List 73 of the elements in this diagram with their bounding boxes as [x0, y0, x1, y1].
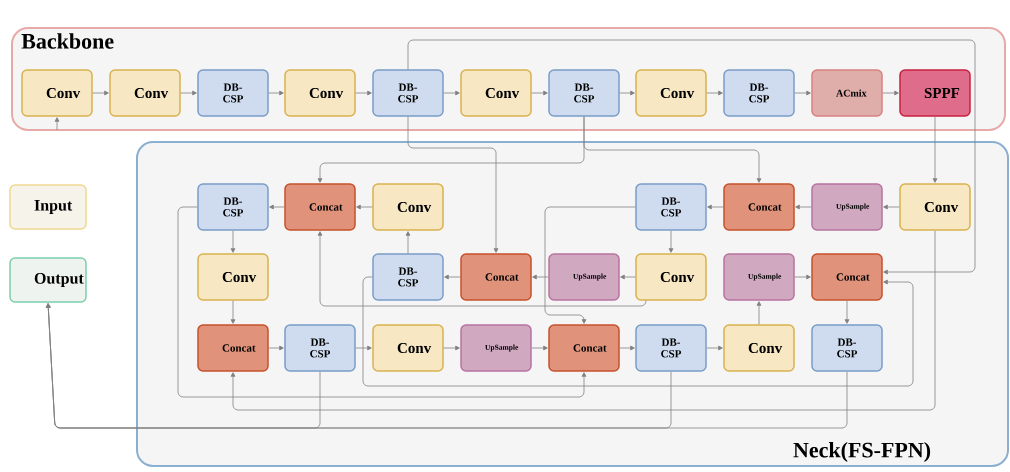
- arrow: [544, 206, 636, 324]
- layer-box: Concat: [284, 183, 356, 231]
- layer-box: Conv: [899, 183, 971, 231]
- arrow: [756, 301, 762, 325]
- arrow: [794, 90, 811, 96]
- arrow: [405, 231, 411, 254]
- arrow: [269, 204, 285, 210]
- layer-box: DB- CSP: [723, 69, 795, 117]
- arrow: [355, 345, 372, 351]
- arrow: [583, 116, 762, 183]
- layer-box: DB- CSP: [197, 69, 269, 117]
- arrow: [407, 116, 499, 253]
- arrow: [443, 345, 460, 351]
- arrow: [932, 116, 938, 183]
- arrow: [531, 345, 548, 351]
- layer-box: Conv: [109, 69, 181, 117]
- arrow: [706, 90, 723, 96]
- layer-box: DB- CSP: [635, 183, 707, 231]
- layer-box: Concat: [197, 324, 269, 372]
- layer-box: DB- CSP: [372, 253, 444, 301]
- arrow: [532, 274, 549, 280]
- arrow: [443, 90, 460, 96]
- layer-box: DB- CSP: [372, 69, 444, 117]
- arrow: [882, 90, 899, 96]
- layer-box: Conv: [284, 69, 356, 117]
- arrow: [230, 300, 236, 324]
- arrow: [92, 90, 109, 96]
- layer-box: Conv: [21, 69, 93, 117]
- arrow: [706, 345, 723, 351]
- input-box: Input: [9, 184, 87, 230]
- arrow: [444, 274, 461, 280]
- layer-box: DB- CSP: [548, 69, 620, 117]
- arrow: [407, 39, 976, 275]
- layer-box: DB- CSP: [197, 183, 269, 231]
- layer-box: Conv: [723, 324, 795, 372]
- output-box: Output: [9, 257, 87, 303]
- layer-box: Conv: [197, 253, 269, 301]
- layer-box: Concat: [723, 183, 795, 231]
- layer-box: Conv: [460, 69, 532, 117]
- arrow: [619, 345, 635, 351]
- arrow: [795, 204, 812, 210]
- arrow: [45, 303, 848, 429]
- arrow: [268, 345, 284, 351]
- arrow: [356, 204, 373, 210]
- layer-box: Conv: [372, 324, 444, 372]
- layer-box: Concat: [811, 253, 883, 301]
- layer-box: ACmix: [811, 69, 883, 117]
- arrow: [707, 204, 724, 210]
- arrow: [355, 90, 372, 96]
- layer-box: Concat: [548, 324, 620, 372]
- arrow: [268, 90, 284, 96]
- arrow: [362, 276, 914, 387]
- layer-box: DB- CSP: [811, 324, 883, 372]
- arrow: [619, 90, 635, 96]
- arrow: [620, 274, 636, 280]
- arrow: [54, 117, 60, 131]
- arrow: [883, 204, 900, 210]
- layer-box: Conv: [372, 183, 444, 231]
- arrow: [844, 300, 850, 324]
- arrow: [230, 230, 936, 411]
- layer-box: Conv: [635, 69, 707, 117]
- arrow: [794, 274, 811, 280]
- layer-box: DB- CSP: [635, 324, 707, 372]
- arrow: [531, 90, 548, 96]
- arrow: [180, 90, 197, 96]
- layer-box: SPPF: [899, 69, 971, 117]
- arrow: [668, 230, 674, 253]
- arrow: [317, 231, 647, 307]
- arrow: [177, 206, 587, 398]
- layer-box: DB- CSP: [284, 324, 356, 372]
- arrow: [230, 230, 236, 253]
- layer-box: Conv: [635, 253, 707, 301]
- layer-box: Concat: [460, 253, 532, 301]
